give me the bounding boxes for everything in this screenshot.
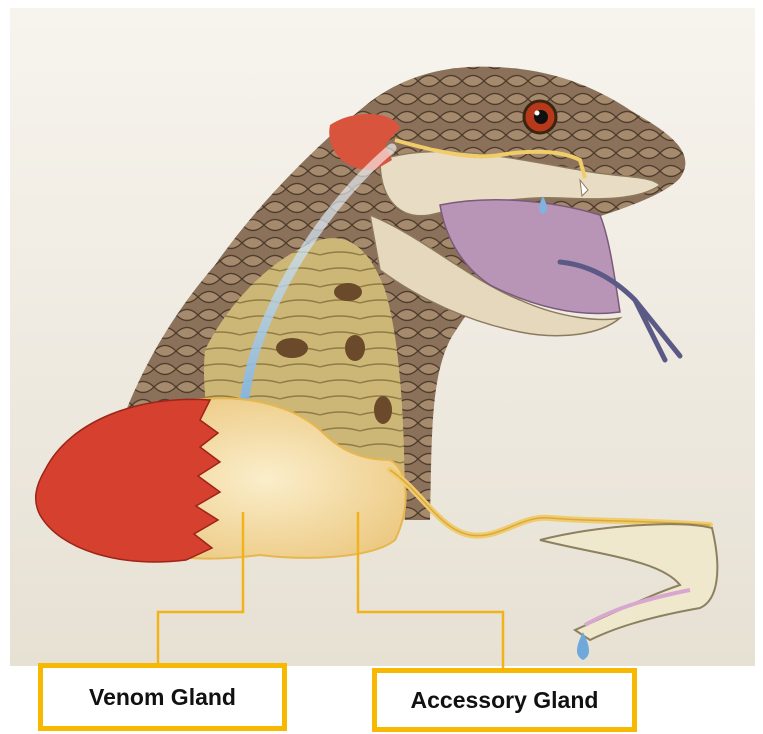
venom-gland-label: Venom Gland: [89, 684, 236, 711]
accessory-gland-label-box: Accessory Gland: [372, 668, 637, 732]
throat-spot: [276, 338, 308, 358]
throat-spot: [374, 396, 392, 424]
venom-gland-label-box: Venom Gland: [38, 663, 287, 731]
throat-spot: [334, 283, 362, 301]
accessory-gland-label: Accessory Gland: [411, 687, 599, 714]
eye-highlight: [535, 111, 540, 116]
throat-spot: [345, 335, 365, 361]
